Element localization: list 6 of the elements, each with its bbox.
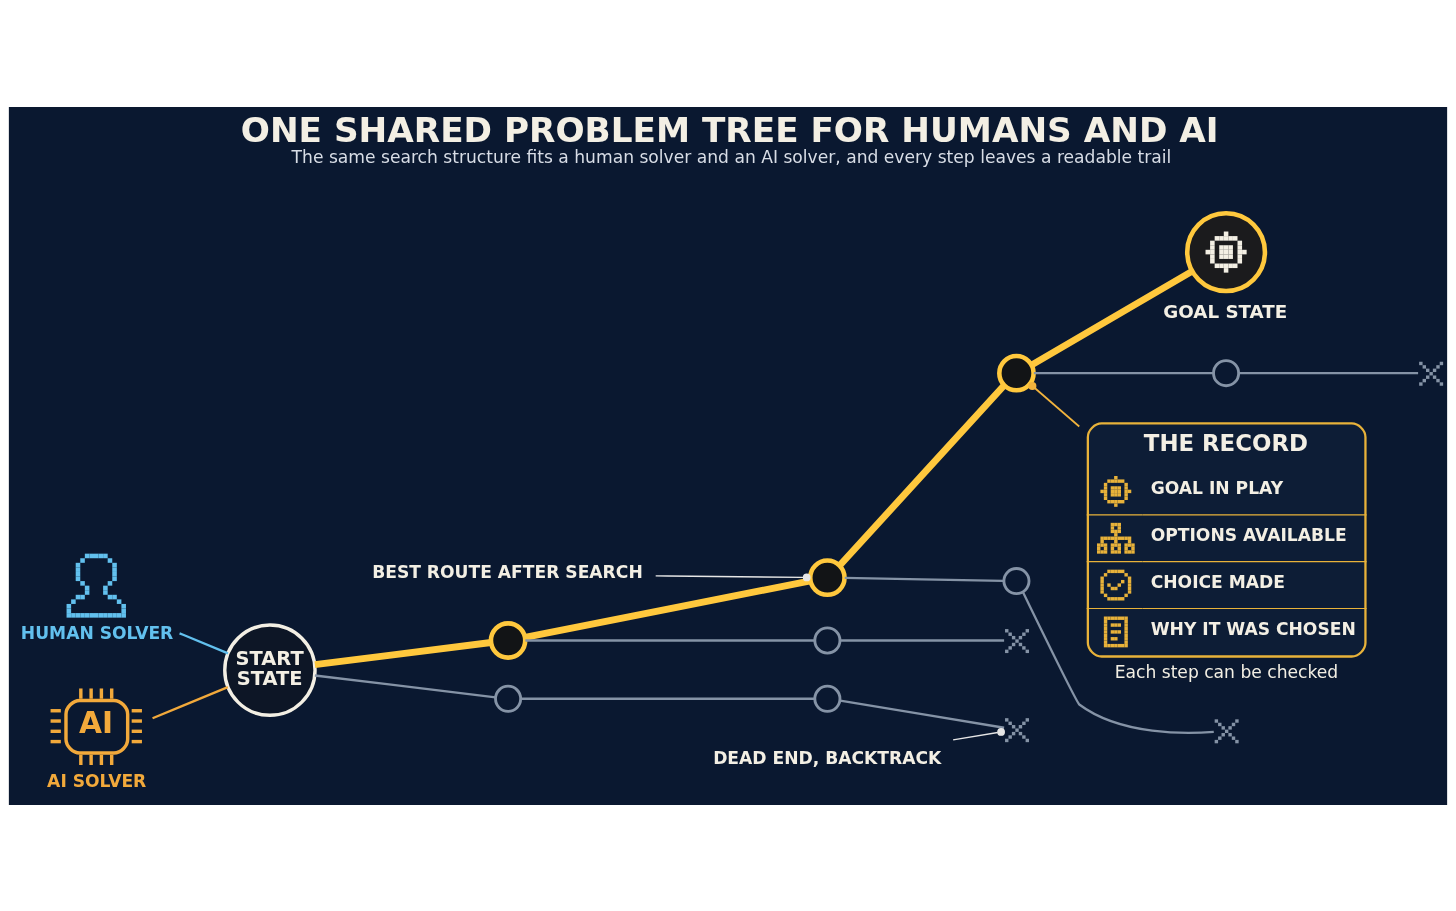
node-label: GOAL STATE	[1163, 300, 1288, 322]
node-label: Each step can be checked	[1114, 661, 1339, 682]
node-label: AI SOLVER	[47, 770, 147, 791]
node-text: HUMAN SOLVER	[20, 622, 174, 643]
node-text: DEAD END, BACKTRACK	[713, 747, 942, 768]
node-text: BEST ROUTE AFTER SEARCH	[372, 561, 643, 582]
